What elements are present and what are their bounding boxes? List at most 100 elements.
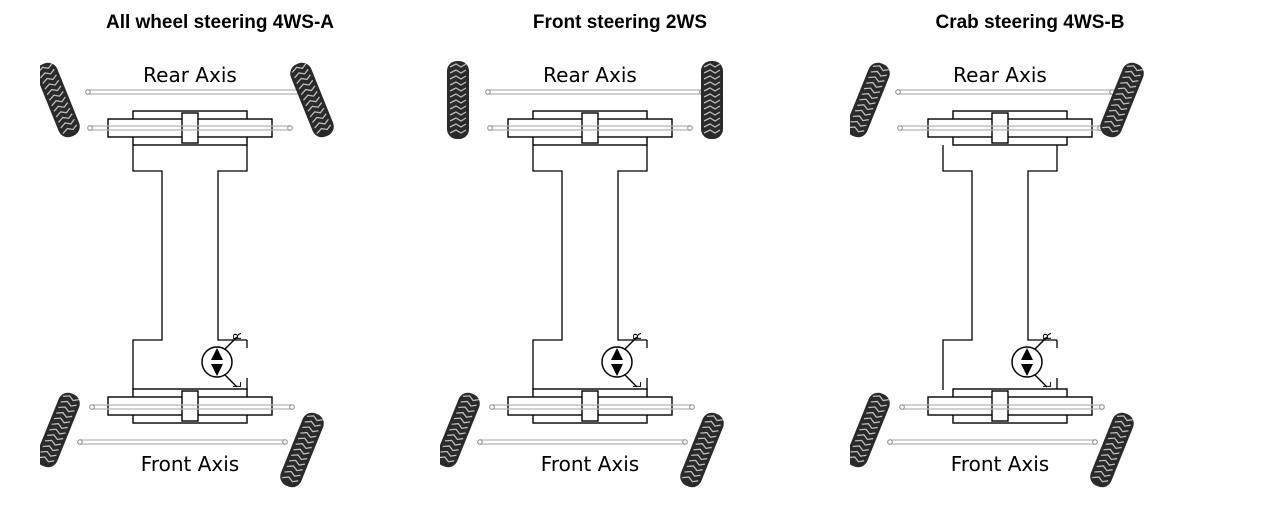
tread: [462, 395, 480, 402]
tread: [458, 406, 475, 413]
cylinder-piston: [181, 390, 199, 422]
tread: [1103, 448, 1120, 455]
tread: [1092, 476, 1109, 483]
wheel: [850, 392, 890, 468]
tread: [44, 79, 60, 90]
tread: [440, 450, 457, 457]
tread: [682, 476, 699, 483]
tread: [703, 81, 721, 86]
tread: [1110, 431, 1127, 438]
tread: [1114, 420, 1131, 427]
tread: [298, 79, 314, 90]
tread: [40, 450, 57, 457]
tread: [48, 91, 64, 101]
steering-valve: [201, 346, 233, 378]
rear-axis-label: Rear Axis: [143, 63, 237, 87]
joint: [895, 89, 901, 95]
joint: [77, 439, 83, 445]
joint: [485, 89, 491, 95]
valve-arrow-down: [1021, 364, 1033, 376]
tread: [449, 63, 467, 68]
tread: [688, 459, 706, 466]
valve-arrow-down: [211, 364, 223, 376]
valve-right-label: R: [231, 332, 244, 340]
tread: [1117, 87, 1135, 94]
tread: [695, 443, 712, 450]
tire: [290, 62, 334, 138]
tread: [854, 439, 872, 446]
wheel: [701, 61, 723, 139]
tread: [316, 124, 332, 135]
tread: [857, 434, 874, 441]
tread: [305, 96, 320, 107]
tread: [852, 445, 869, 452]
steering-valve: [601, 346, 633, 378]
tread: [47, 434, 64, 441]
chassis-frame: [132, 145, 248, 390]
tread: [40, 68, 55, 79]
tread: [302, 426, 319, 433]
tread: [693, 448, 710, 455]
tread: [42, 74, 57, 84]
tread: [449, 69, 467, 74]
tread: [1107, 437, 1125, 444]
tread: [51, 96, 66, 107]
valve-right-label: R: [1041, 332, 1054, 340]
tread: [866, 411, 883, 418]
tread: [872, 395, 890, 402]
diagram-title: Front steering 2WS: [532, 12, 708, 33]
tread: [282, 476, 299, 483]
tread: [449, 105, 467, 110]
tread: [1116, 415, 1134, 422]
joint: [85, 89, 91, 95]
wheel: [1100, 62, 1144, 138]
joint: [682, 439, 688, 445]
tread: [859, 98, 876, 105]
cylinder-piston: [581, 390, 599, 422]
tread: [857, 104, 874, 111]
tread: [686, 465, 703, 472]
tread: [703, 93, 721, 98]
valve-left-label: L: [1041, 381, 1054, 388]
tread: [1101, 454, 1118, 461]
wheel: [280, 412, 324, 488]
tread: [1104, 120, 1121, 127]
rear-axis-label: Rear Axis: [953, 63, 1047, 87]
tread: [703, 129, 721, 134]
tread: [850, 120, 867, 127]
tread: [1094, 470, 1111, 477]
tread: [1112, 426, 1129, 433]
joint: [897, 125, 903, 131]
tread: [863, 87, 881, 94]
tread: [859, 428, 876, 435]
tread: [58, 406, 75, 413]
tread: [297, 437, 315, 444]
joint: [687, 125, 693, 131]
valve-lever: [624, 336, 638, 350]
tread: [62, 395, 80, 402]
tread: [706, 415, 724, 422]
tread: [703, 105, 721, 110]
tread: [691, 454, 708, 461]
tread: [703, 75, 721, 80]
steering-valve: [1011, 346, 1043, 378]
joint: [887, 439, 893, 445]
wheel: [850, 62, 890, 138]
joint: [287, 125, 293, 131]
tread: [449, 81, 467, 86]
tread: [872, 65, 890, 72]
tread: [55, 107, 71, 118]
tread: [300, 431, 317, 438]
tread: [449, 99, 467, 104]
joint: [487, 125, 493, 131]
tread: [449, 129, 467, 134]
tread: [302, 91, 318, 101]
tread: [1098, 459, 1116, 466]
cylinder-piston: [181, 112, 199, 144]
tread: [703, 111, 721, 116]
diagram-title: Crab steering 4WS-B: [935, 12, 1125, 33]
tread: [306, 415, 324, 422]
tread: [447, 434, 464, 441]
tread: [311, 113, 327, 123]
